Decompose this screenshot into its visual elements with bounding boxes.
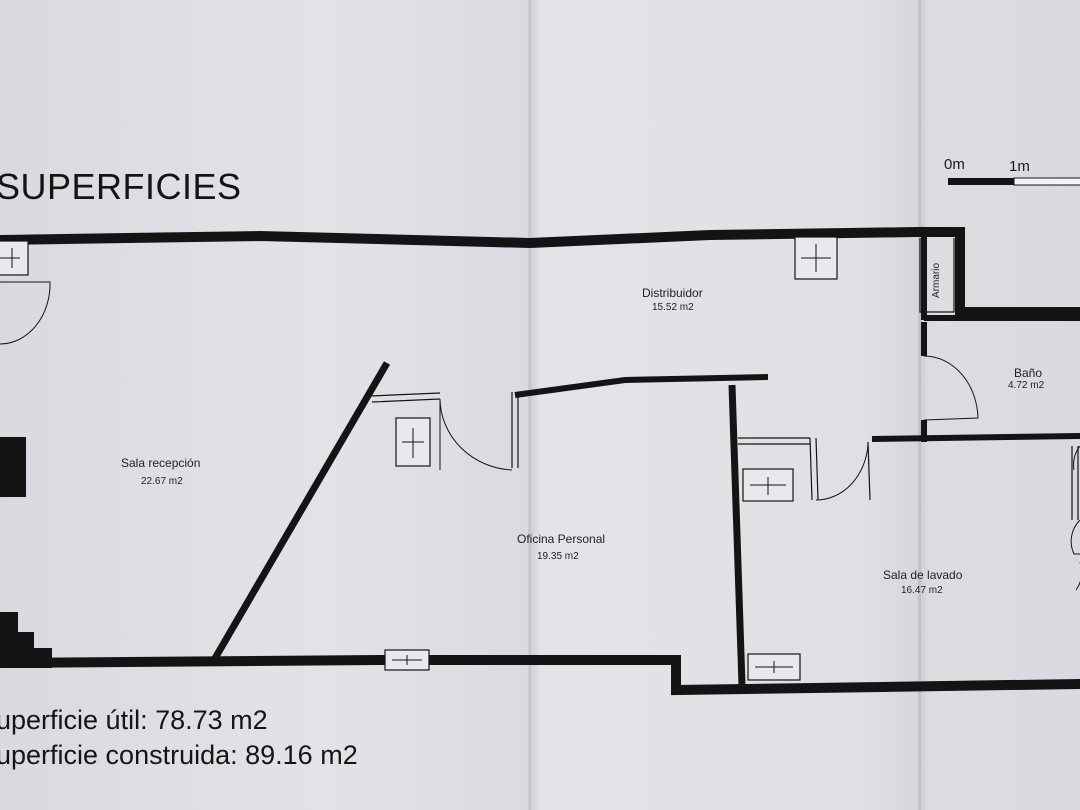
room-label-sala-lavado: Sala de lavado xyxy=(883,568,963,582)
scale-end-label: 1m xyxy=(1009,158,1030,175)
room-area-oficina-personal: 19.35 m2 xyxy=(537,551,579,562)
room-area-sala-recepcion: 22.67 m2 xyxy=(141,476,183,487)
page-title: SUPERFICIES xyxy=(0,166,242,207)
room-label-sala-recepcion: Sala recepción xyxy=(121,456,201,470)
room-label-armario: Armario xyxy=(931,262,942,298)
room-label-distribuidor: Distribuidor xyxy=(642,286,703,300)
room-area-distribuidor: 15.52 m2 xyxy=(652,302,694,313)
scale-start-label: 0m xyxy=(944,156,965,173)
room-area-sala-lavado: 16.47 m2 xyxy=(901,585,943,596)
exterior-walls xyxy=(0,226,1080,696)
door-frames xyxy=(369,392,1079,520)
room-area-bano: 4.72 m2 xyxy=(1008,380,1045,391)
window-crosses xyxy=(0,244,831,673)
total-built-area: uperficie construida: 89.16 m2 xyxy=(0,740,358,770)
room-label-bano: Baño xyxy=(1014,366,1043,380)
room-label-oficina-personal: Oficina Personal xyxy=(517,532,606,546)
total-useful-area: uperficie útil: 78.73 m2 xyxy=(0,705,268,735)
scale-bar xyxy=(948,177,1080,186)
paper-fold xyxy=(528,0,531,810)
interior-walls xyxy=(210,237,1080,686)
armario-frame xyxy=(919,238,955,313)
door-swings xyxy=(0,281,1080,591)
stair-steps xyxy=(0,437,52,668)
paper-fold xyxy=(918,0,921,810)
